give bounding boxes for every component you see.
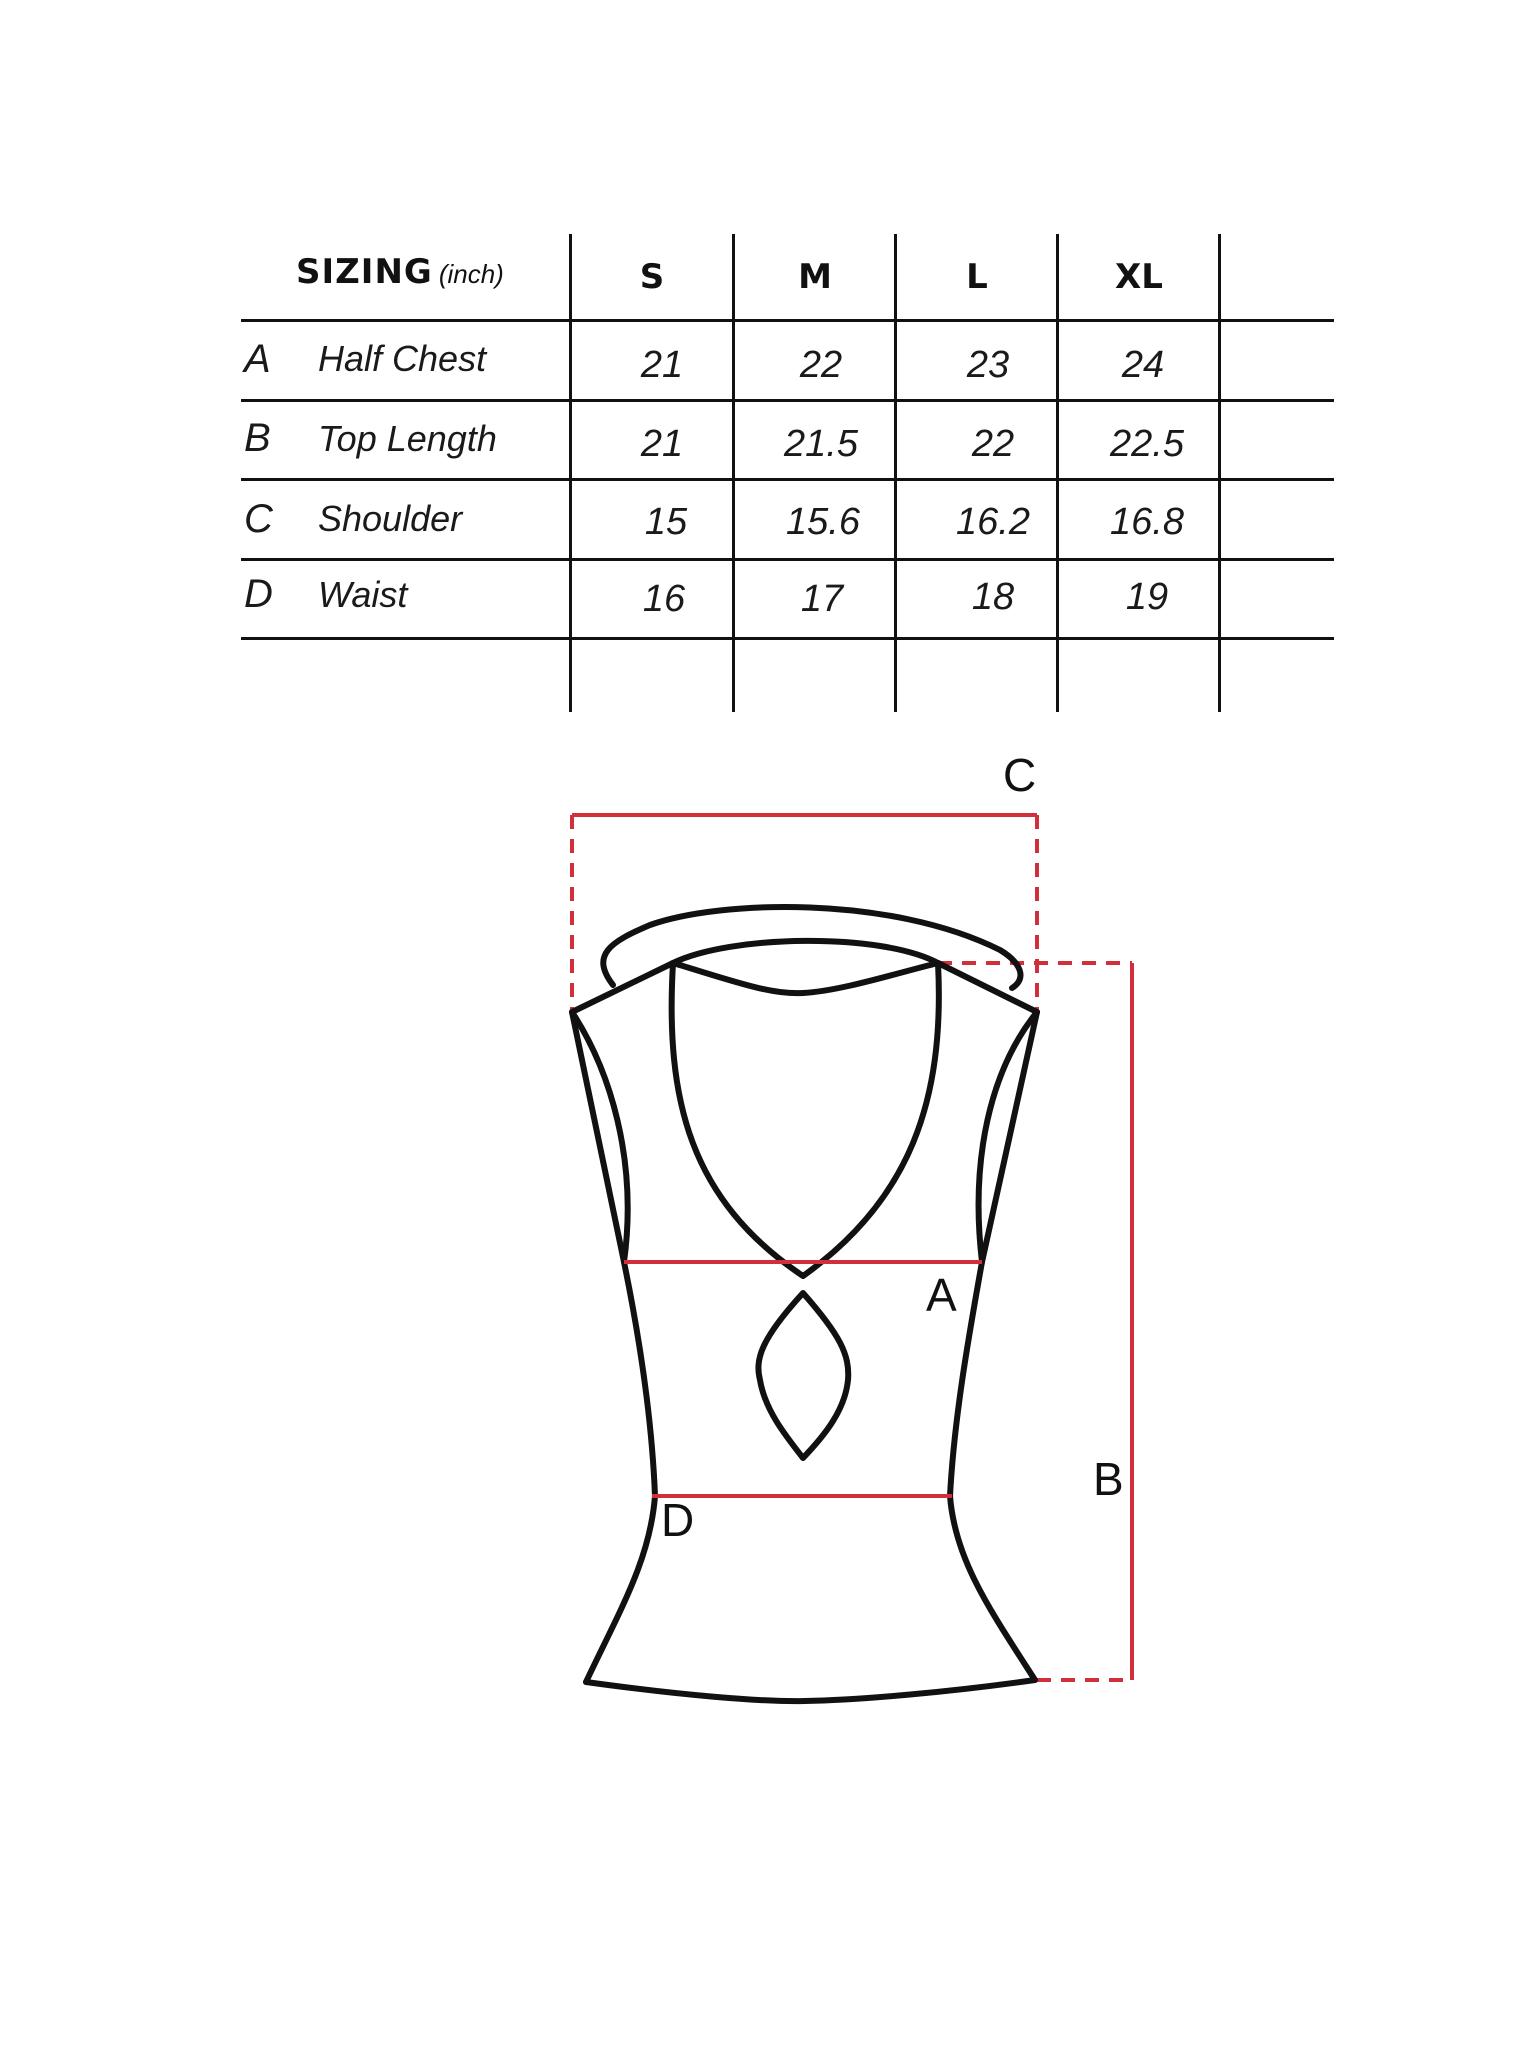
value-cell: 24 (1121, 343, 1165, 386)
unit-text: (inch) (438, 259, 504, 289)
row-letter: C (244, 497, 273, 541)
row-letter: D (244, 572, 273, 616)
grid-line (241, 399, 1334, 402)
table-title: SIZING (inch) (296, 252, 504, 302)
sizing-table: SIZING (inch) S M L XL A Half Chest 21 2… (0, 0, 1530, 720)
top-outline (569, 904, 1040, 1705)
size-header-xl: XL (1115, 257, 1163, 297)
row-letter: A (244, 337, 271, 381)
value-cell: 21 (640, 422, 684, 465)
grid-line (732, 234, 735, 712)
measure-b-length (938, 961, 1134, 1682)
value-cell: 15.6 (786, 500, 860, 543)
label-a: A (926, 1269, 957, 1321)
value-cell: 22 (971, 422, 1015, 465)
value-cell: 19 (1125, 575, 1169, 618)
row-label: Half Chest (318, 338, 487, 379)
value-cell: 21 (640, 343, 684, 386)
measure-c-shoulder (570, 813, 1039, 1012)
value-cell: 16.8 (1110, 500, 1184, 543)
grid-line (1218, 234, 1221, 712)
row-label: Top Length (318, 418, 497, 459)
grid-line (1056, 234, 1059, 712)
row-label: Waist (318, 574, 408, 615)
value-cell: 22 (799, 343, 843, 386)
value-cell: 16 (642, 577, 686, 620)
size-header-s: S (639, 257, 665, 297)
size-header-m: M (798, 257, 832, 297)
row-letter: B (244, 416, 271, 460)
size-header-l: L (966, 257, 988, 297)
value-cell: 18 (971, 575, 1015, 618)
label-b: B (1093, 1453, 1124, 1505)
label-c: C (1003, 749, 1037, 801)
grid-line (241, 319, 1334, 322)
grid-line (241, 478, 1334, 481)
value-cell: 21.5 (784, 422, 858, 465)
value-cell: 23 (966, 343, 1010, 386)
row-label: Shoulder (318, 498, 463, 539)
label-d: D (661, 1494, 695, 1546)
value-cell: 22.5 (1110, 422, 1184, 465)
grid-line (241, 558, 1334, 561)
value-cell: 15 (644, 500, 688, 543)
title-text: SIZING (296, 252, 433, 292)
grid-line (894, 234, 897, 712)
value-cell: 17 (800, 577, 844, 620)
grid-line (569, 234, 572, 712)
value-cell: 16.2 (956, 500, 1030, 543)
grid-line (241, 637, 1334, 640)
